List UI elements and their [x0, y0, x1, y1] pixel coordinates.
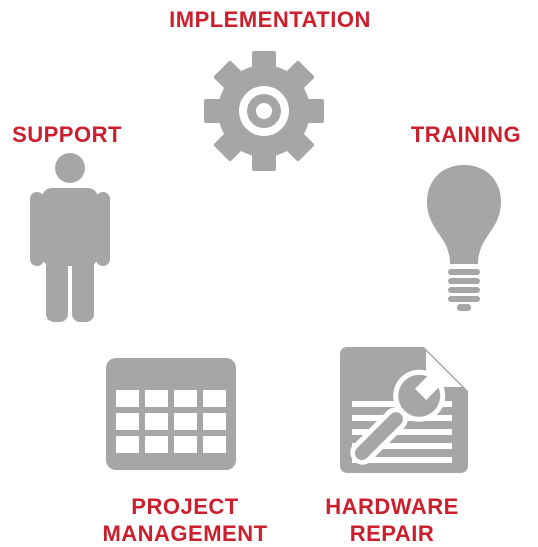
lightbulb-icon: [423, 163, 505, 313]
hardware-repair-label: HARDWARE REPAIR: [312, 493, 472, 547]
project-management-label: PROJECT MANAGEMENT: [90, 493, 280, 547]
training-label: TRAINING: [410, 122, 522, 147]
support-label: SUPPORT: [12, 122, 122, 147]
gear-icon: [199, 51, 329, 171]
person-icon: [28, 152, 112, 324]
hardware-repair-label-line2: REPAIR: [349, 521, 435, 546]
hardware-repair-label-line1: HARDWARE: [325, 494, 459, 519]
implementation-label: IMPLEMENTATION: [169, 7, 371, 32]
wrench-document-icon: [338, 345, 470, 475]
calendar-icon: [104, 356, 238, 472]
project-management-label-line1: PROJECT: [131, 494, 239, 519]
project-management-label-line2: MANAGEMENT: [102, 521, 268, 546]
